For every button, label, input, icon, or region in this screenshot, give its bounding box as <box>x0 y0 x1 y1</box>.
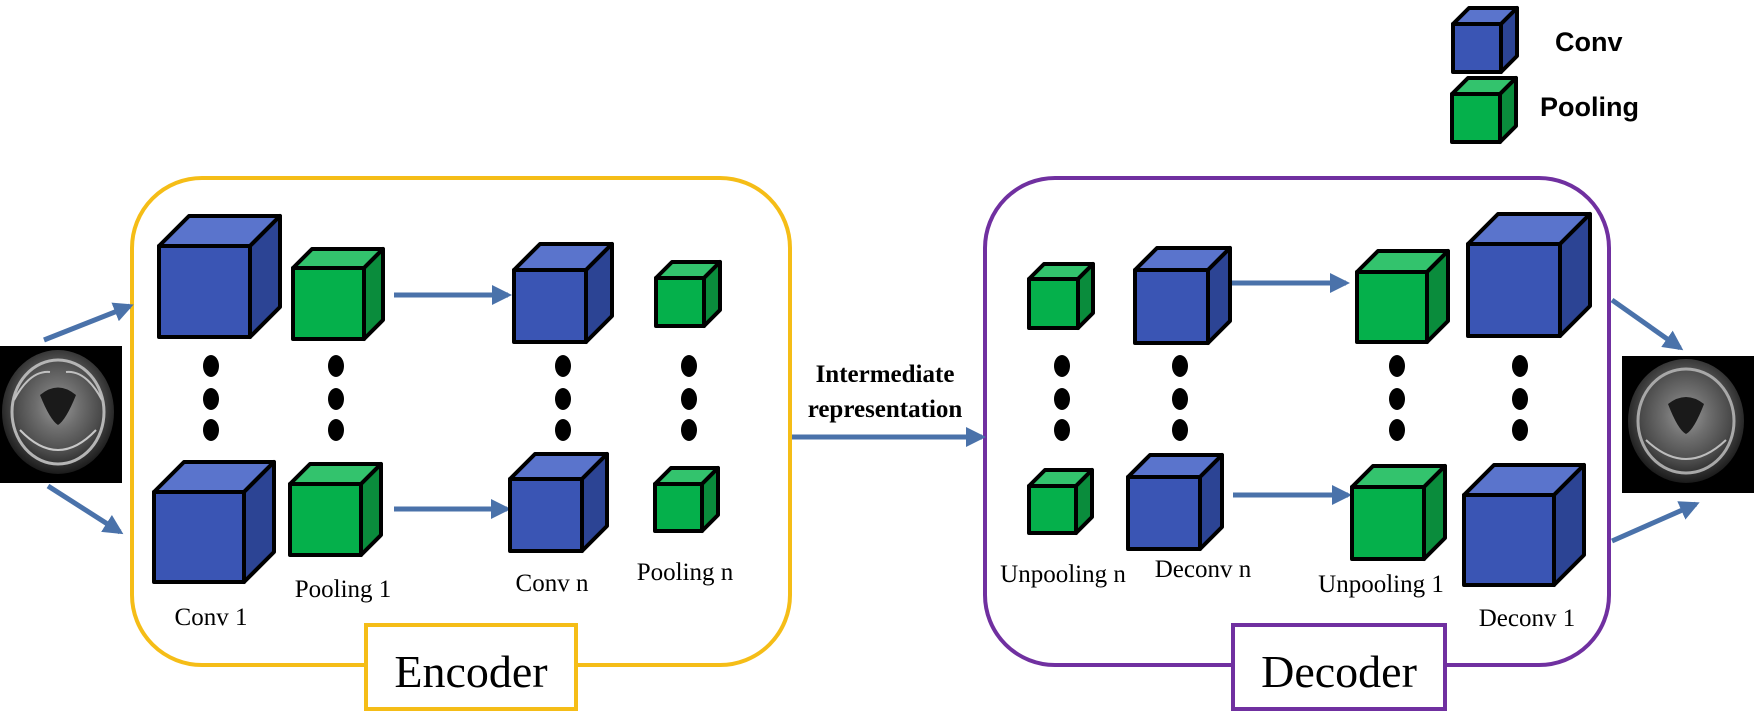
label-unpooling-n: Unpooling n <box>1000 561 1126 588</box>
encoder-pooln-ellipsis <box>681 355 697 441</box>
decoder-unpooln-ellipsis <box>1054 355 1070 441</box>
encoder-pooln-ellipsis-dot-3 <box>681 419 697 441</box>
decoder-deconv1-ellipsis-dot-2 <box>1512 388 1528 410</box>
encoder-convn-ellipsis-dot-1 <box>555 355 571 377</box>
label-deconv-n: Deconv n <box>1155 556 1252 583</box>
encoder-pooln-top-front <box>654 276 706 328</box>
input-arrow-top <box>43 302 134 343</box>
encoder-pool1-bottom-front <box>288 482 363 557</box>
encoder-conv-ellipsis-dot-3 <box>203 419 219 441</box>
label-unpooling-1: Unpooling 1 <box>1318 571 1444 598</box>
label-pooling-1: Pooling 1 <box>295 576 392 603</box>
intermediate-label-line1: Intermediate <box>816 361 955 388</box>
decoder-deconv1-bottom-front <box>1462 493 1556 587</box>
decoder-unpooln-bottom <box>1027 468 1094 535</box>
decoder-deconv1-top-front <box>1466 242 1562 338</box>
decoder-deconvn-top-front <box>1133 268 1210 345</box>
decoder-unpool1-bottom <box>1350 464 1447 561</box>
decoder-deconvn-top <box>1133 246 1232 345</box>
decoder-deconv1-ellipsis <box>1512 355 1528 441</box>
decoder-unpool1-ellipsis-dot-3 <box>1389 419 1405 441</box>
label-pooling-n: Pooling n <box>637 559 734 586</box>
encoder-pooln-ellipsis-dot-2 <box>681 388 697 410</box>
encoder-convn-bottom-front <box>508 477 584 553</box>
decoder-deconvn-ellipsis-dot-1 <box>1172 355 1188 377</box>
decoder-unpool1-top-front <box>1355 270 1429 344</box>
decoder-deconvn-ellipsis <box>1172 355 1188 441</box>
encoder-conv-ellipsis <box>203 355 219 441</box>
encoder-convn-top-front <box>512 268 588 344</box>
ellipsis-layer <box>203 355 1528 441</box>
encoder-conv1-top-front <box>157 244 252 339</box>
legend-pooling-cube-front <box>1450 92 1502 144</box>
decoder-unpool1-bottom-front <box>1350 485 1426 561</box>
encoder-conv-ellipsis-dot-2 <box>203 388 219 410</box>
encoder-pool1-top-front <box>291 266 366 341</box>
input-mri-image <box>0 346 122 483</box>
intermediate-label-line2: representation <box>808 396 963 423</box>
encoder-pool1-ellipsis-dot-2 <box>328 388 344 410</box>
encoder-pool1-ellipsis-dot-3 <box>328 419 344 441</box>
encoder-conv1-bottom-front <box>152 490 246 584</box>
legend-conv-cube <box>1451 6 1519 74</box>
label-conv-n: Conv n <box>516 570 589 597</box>
cube-layer <box>152 6 1592 587</box>
legend-conv-cube-front <box>1451 22 1503 74</box>
label-deconv-1: Deconv 1 <box>1479 605 1576 632</box>
encoder-convn-top <box>512 242 614 344</box>
decoder-deconv1-ellipsis-dot-1 <box>1512 355 1528 377</box>
output-mri-image <box>1622 356 1754 493</box>
decoder-deconv1-ellipsis-dot-3 <box>1512 419 1528 441</box>
decoder-deconvn-bottom-front <box>1126 475 1202 551</box>
decoder-deconvn-bottom <box>1126 453 1224 551</box>
legend-conv-label: Conv <box>1555 27 1623 57</box>
decoder-unpooln-top <box>1027 262 1095 330</box>
encoder-convn-ellipsis <box>555 355 571 441</box>
encoder-convn-ellipsis-dot-2 <box>555 388 571 410</box>
encoder-pooln-bottom-front <box>653 482 704 533</box>
decoder-unpooln-ellipsis-dot-1 <box>1054 355 1070 377</box>
decoder-title-box: Decoder <box>1231 623 1447 711</box>
legend-pooling-label: Pooling <box>1540 92 1639 122</box>
encoder-pool1-bottom <box>288 462 383 557</box>
decoder-deconv1-bottom <box>1462 463 1586 587</box>
decoder-deconvn-ellipsis-dot-3 <box>1172 419 1188 441</box>
output-arrow-top <box>1610 297 1684 351</box>
encoder-pool1-ellipsis-dot-1 <box>328 355 344 377</box>
decoder-title: Decoder <box>1261 646 1417 697</box>
legend-pooling-cube <box>1450 76 1518 144</box>
encoder-convn-ellipsis-dot-3 <box>555 419 571 441</box>
decoder-unpooln-ellipsis-dot-2 <box>1054 388 1070 410</box>
encoder-title: Encoder <box>394 646 547 697</box>
encoder-convn-bottom <box>508 452 609 553</box>
encoder-pool1-top-side <box>362 247 385 341</box>
label-conv-1: Conv 1 <box>175 604 248 631</box>
encoder-pool1-top <box>291 247 385 341</box>
encoder-conv1-bottom <box>152 460 276 584</box>
encoder-title-box: Encoder <box>364 623 578 711</box>
decoder-unpooln-ellipsis-dot-3 <box>1054 419 1070 441</box>
decoder-deconvn-ellipsis-dot-2 <box>1172 388 1188 410</box>
decoder-unpool1-ellipsis-dot-2 <box>1389 388 1405 410</box>
encoder-conv1-top <box>157 214 282 339</box>
decoder-unpool1-top <box>1355 249 1450 344</box>
input-arrow-bottom <box>46 483 124 535</box>
decoder-unpool1-ellipsis <box>1389 355 1405 441</box>
encoder-conv-ellipsis-dot-1 <box>203 355 219 377</box>
encoder-pool1-ellipsis <box>328 355 344 441</box>
decoder-unpooln-bottom-front <box>1027 484 1078 535</box>
encoder-pooln-ellipsis-dot-1 <box>681 355 697 377</box>
decoder-unpooln-top-front <box>1027 277 1080 330</box>
encoder-pooln-top <box>654 260 722 328</box>
encoder-pooln-bottom <box>653 466 720 533</box>
output-arrow-bottom <box>1610 501 1700 544</box>
decoder-unpool1-ellipsis-dot-1 <box>1389 355 1405 377</box>
decoder-deconv1-top <box>1466 212 1592 338</box>
